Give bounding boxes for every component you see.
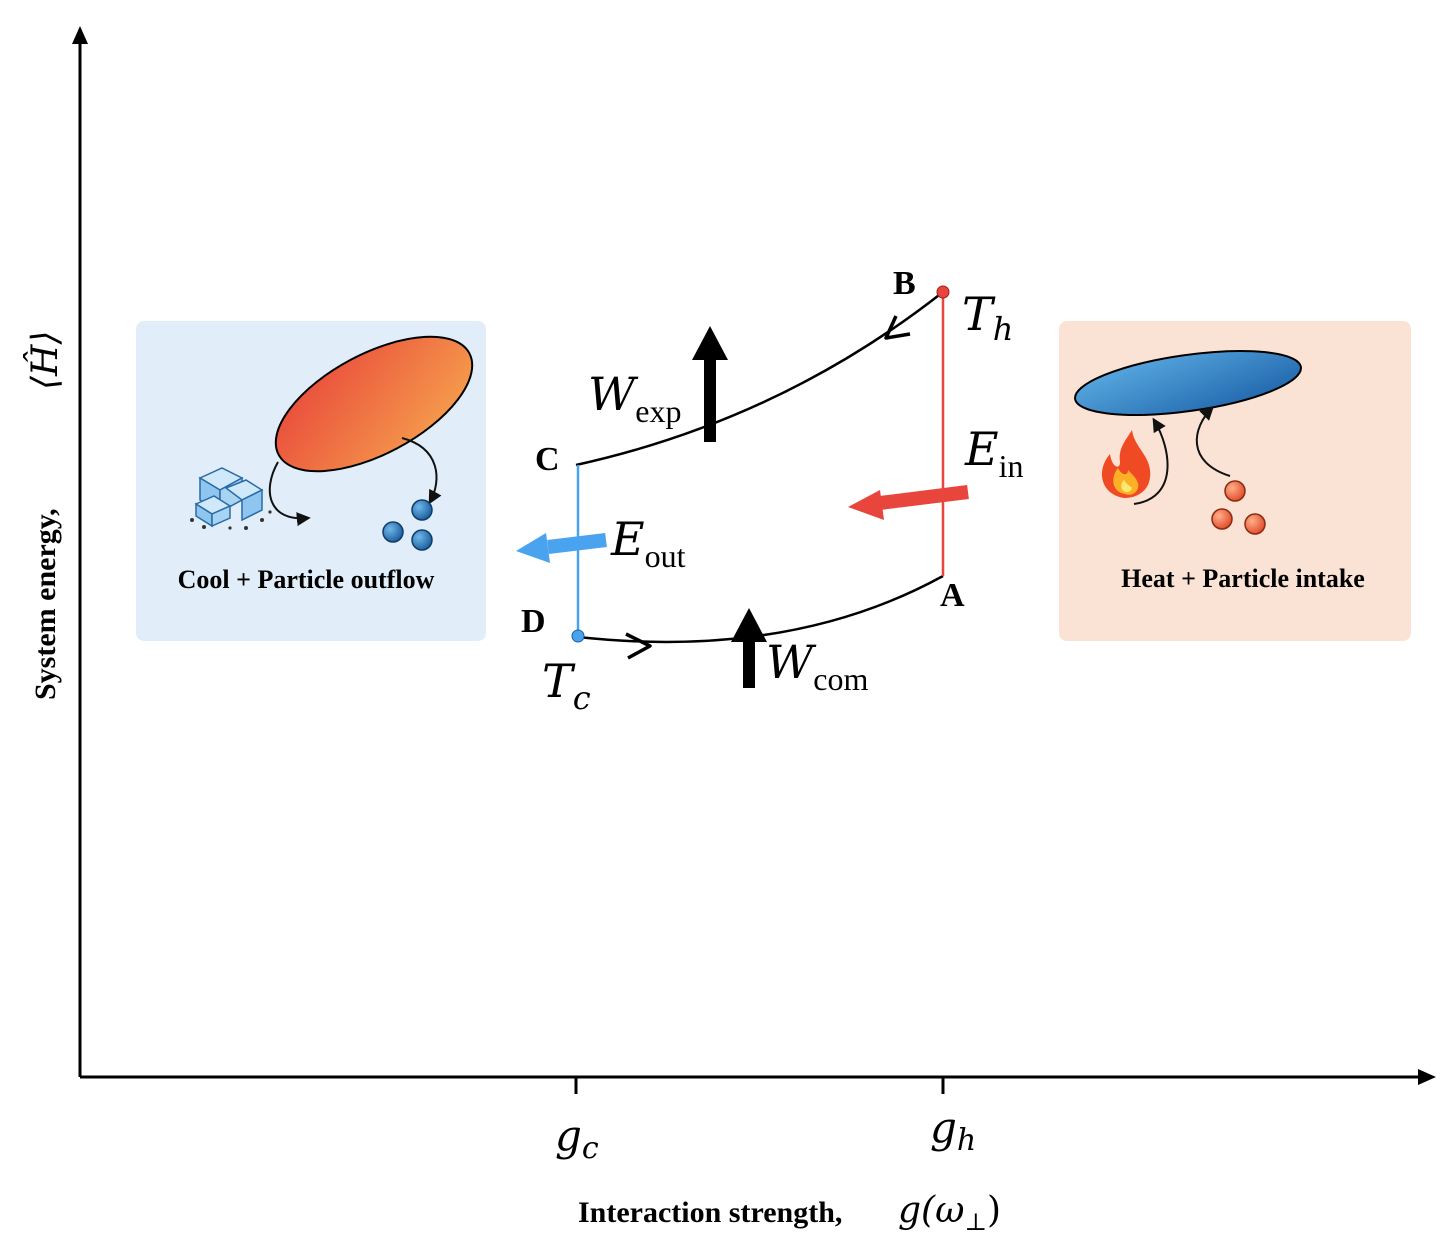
energy-out-arrow: [516, 533, 607, 563]
point-d-dot: [571, 629, 585, 643]
ice-cubes-icon: [190, 467, 272, 530]
curve-bc: [575, 291, 944, 467]
work-expansion-arrow: [692, 326, 728, 442]
tick-label-gh: gh: [930, 1103, 976, 1158]
x-axis-arrowhead: [1418, 1069, 1436, 1085]
work-compression-label: Wcom: [766, 635, 868, 697]
outflow-arrow-left: [268, 461, 311, 527]
flame-icon: [1101, 430, 1151, 498]
particle-blue-1: [411, 499, 433, 521]
tick-label-gc: gc: [555, 1111, 599, 1166]
particle-blue-2: [382, 521, 404, 543]
x-axis-label: Interaction strength,: [578, 1196, 842, 1229]
cool-panel-label: Cool + Particle outflow: [178, 565, 435, 594]
axes: [72, 26, 1436, 1094]
energy-out-label: Eout: [610, 512, 686, 574]
cold-cloud-ellipse: [1074, 350, 1302, 416]
heat-panel-label: Heat + Particle intake: [1121, 564, 1365, 593]
y-axis-arrowhead: [72, 26, 88, 44]
hot-cloud-ellipse: [274, 335, 474, 473]
particle-red-1: [1224, 480, 1246, 502]
energy-in-label: Ein: [964, 422, 1023, 484]
cycle: [571, 285, 950, 660]
point-label-c: C: [535, 441, 560, 478]
particle-red-3: [1244, 513, 1266, 535]
point-b-dot: [936, 285, 950, 299]
point-label-b: B: [893, 265, 916, 302]
energy-in-arrow: [848, 485, 969, 520]
direction-chevron-da: [625, 632, 652, 660]
heat-panel: Heat + Particle intake: [1059, 321, 1411, 641]
x-axis-symbol: g(ω⊥): [898, 1190, 1001, 1236]
direction-chevron-bc: [884, 315, 911, 340]
cool-panel: Cool + Particle outflow: [136, 321, 486, 641]
intake-arrow-flame: [1133, 417, 1169, 505]
temperature-tc: Tc: [542, 654, 591, 717]
outflow-arrow-right: [401, 437, 442, 505]
particle-red-2: [1211, 508, 1233, 530]
particle-blue-3: [411, 529, 433, 551]
curve-da: [577, 574, 944, 644]
work-compression-arrow: [731, 608, 767, 688]
y-axis-symbol: ⟨Ĥ⟩: [24, 331, 66, 390]
intake-arrow-particles: [1195, 406, 1231, 477]
point-label-a: A: [940, 577, 965, 614]
point-label-d: D: [521, 603, 546, 640]
work-expansion-label: Wexp: [588, 367, 681, 429]
temperature-th: Th: [962, 287, 1013, 348]
y-axis-label: System energy,: [29, 508, 62, 700]
